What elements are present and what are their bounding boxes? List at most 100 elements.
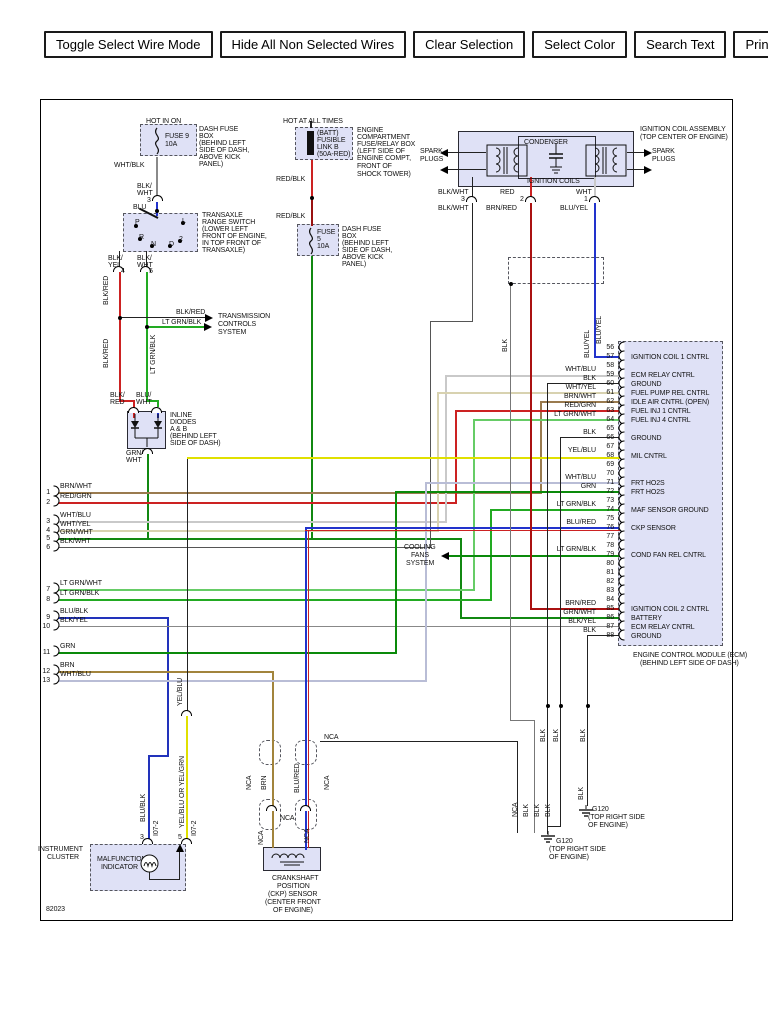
wire-segment[interactable]	[455, 410, 620, 412]
wire-segment[interactable]	[146, 272, 148, 402]
wire-segment[interactable]	[311, 160, 313, 198]
wire-segment[interactable]	[58, 502, 457, 504]
wire-segment[interactable]	[627, 152, 634, 153]
wire-segment[interactable]	[307, 131, 314, 155]
wire-segment[interactable]	[147, 326, 205, 328]
wire-segment[interactable]	[627, 169, 634, 170]
select-color-button[interactable]: Select Color	[532, 31, 628, 58]
wire-segment[interactable]	[133, 400, 135, 408]
wire-segment[interactable]	[120, 317, 206, 318]
wire-segment[interactable]	[187, 457, 620, 459]
wire-segment[interactable]	[594, 216, 596, 357]
wire-segment[interactable]	[149, 868, 150, 880]
wire-segment[interactable]	[133, 412, 135, 418]
wire-segment[interactable]	[460, 617, 620, 619]
wire-segment[interactable]	[633, 169, 645, 170]
wire-segment[interactable]	[534, 720, 535, 833]
wire-segment[interactable]	[437, 392, 439, 532]
wire-segment[interactable]	[187, 459, 188, 712]
wire-segment[interactable]	[445, 375, 447, 523]
wire-segment[interactable]	[472, 250, 473, 322]
wire-segment[interactable]	[186, 716, 188, 840]
wire-segment[interactable]	[473, 419, 620, 421]
wire-segment[interactable]	[446, 169, 458, 170]
wire-segment[interactable]	[425, 482, 427, 682]
wire-segment[interactable]	[448, 555, 620, 557]
wire-segment[interactable]	[146, 251, 147, 268]
print-button[interactable]: Print	[733, 31, 768, 58]
wire-segment[interactable]	[58, 626, 620, 627]
wire-segment[interactable]	[58, 589, 475, 591]
wire-segment[interactable]	[547, 707, 548, 833]
wire-segment[interactable]	[473, 419, 475, 591]
wire-segment[interactable]	[446, 152, 458, 153]
wire-segment[interactable]	[305, 527, 620, 529]
search-text-button[interactable]: Search Text	[634, 31, 727, 58]
wire-segment[interactable]	[119, 272, 121, 402]
wire-segment[interactable]	[148, 755, 150, 839]
wire-segment[interactable]	[510, 720, 535, 721]
wire-segment[interactable]	[58, 680, 427, 682]
wire-segment[interactable]	[119, 251, 120, 268]
wire-segment[interactable]	[58, 492, 542, 494]
wire-segment[interactable]	[58, 671, 274, 673]
wire-segment[interactable]	[58, 652, 397, 654]
clear-selection-button[interactable]: Clear Selection	[413, 31, 526, 58]
wire-segment[interactable]	[594, 186, 596, 197]
hide-non-selected-wires-button[interactable]: Hide All Non Selected Wires	[219, 31, 407, 58]
wire-segment[interactable]	[425, 482, 620, 484]
wire-segment[interactable]	[58, 530, 439, 532]
wire-segment[interactable]	[472, 177, 473, 187]
wire-segment[interactable]	[540, 401, 620, 403]
wire-segment[interactable]	[147, 449, 149, 539]
wire-segment[interactable]	[594, 203, 596, 216]
wire-segment[interactable]	[156, 157, 158, 197]
wire-segment[interactable]	[395, 491, 620, 493]
wire-segment[interactable]	[547, 826, 548, 834]
wire-segment[interactable]	[305, 530, 620, 531]
wire-segment[interactable]	[157, 400, 159, 407]
wire-segment[interactable]	[149, 879, 180, 880]
wire-segment[interactable]	[490, 509, 620, 511]
wire-segment[interactable]	[530, 608, 620, 610]
wire-segment[interactable]	[58, 599, 492, 601]
wire-segment[interactable]	[119, 400, 135, 402]
wire-segment[interactable]	[460, 538, 462, 619]
wire-segment[interactable]	[272, 671, 274, 848]
wire-segment[interactable]	[310, 121, 312, 128]
wire-segment[interactable]	[530, 203, 532, 216]
wire-segment[interactable]	[540, 401, 542, 494]
wire-segment[interactable]	[472, 186, 473, 197]
wire-segment[interactable]	[445, 375, 620, 377]
wire-segment[interactable]	[548, 826, 561, 827]
wire-segment[interactable]	[517, 741, 518, 833]
wire-segment[interactable]	[148, 755, 169, 757]
wire-segment[interactable]	[458, 152, 486, 153]
wire-segment[interactable]	[633, 152, 645, 153]
wire-segment[interactable]	[58, 538, 462, 540]
wire-segment[interactable]	[587, 707, 588, 806]
wire-segment[interactable]	[146, 400, 159, 402]
wire-segment[interactable]	[167, 617, 169, 757]
wire-segment[interactable]	[560, 437, 561, 705]
wire-segment[interactable]	[58, 617, 169, 619]
wire-segment[interactable]	[587, 635, 588, 705]
wire-segment[interactable]	[510, 285, 511, 721]
wire-segment[interactable]	[308, 530, 309, 848]
wire-segment[interactable]	[530, 216, 532, 609]
wire-segment[interactable]	[530, 186, 532, 197]
wire-segment[interactable]	[395, 491, 397, 654]
wire-segment[interactable]	[430, 321, 473, 322]
wire-segment[interactable]	[311, 256, 313, 540]
wire-segment[interactable]	[320, 741, 518, 742]
wire-segment[interactable]	[594, 177, 596, 187]
wire-segment[interactable]	[311, 198, 313, 226]
wire-segment[interactable]	[547, 383, 548, 705]
wire-segment[interactable]	[58, 547, 432, 548]
wire-segment[interactable]	[430, 321, 431, 548]
wire-segment[interactable]	[458, 169, 486, 170]
wire-segment[interactable]	[305, 527, 307, 850]
wire-segment[interactable]	[472, 203, 473, 250]
toggle-select-wire-mode-button[interactable]: Toggle Select Wire Mode	[44, 31, 213, 58]
wire-segment[interactable]	[58, 521, 447, 523]
